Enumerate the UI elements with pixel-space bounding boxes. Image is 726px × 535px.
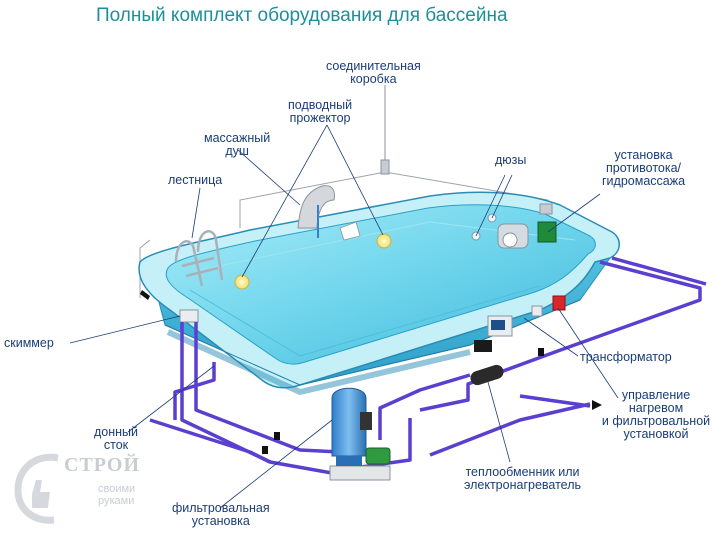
watermark-title: СТРОЙ [64, 454, 140, 476]
label-nozzles: дюзы [495, 153, 527, 167]
label-ladder: лестница [168, 173, 223, 187]
watermark-emblem-icon [14, 453, 59, 524]
label-skimmer: скиммер [4, 336, 54, 350]
underwater-light-1 [234, 274, 250, 290]
watermark-subtitle: своими руками [98, 483, 136, 507]
skimmer [179, 309, 199, 323]
counterflow-unit [497, 193, 601, 249]
massage-shower [297, 185, 361, 241]
junction-box [380, 159, 390, 175]
leader-lines [69, 124, 619, 509]
nozzles [471, 174, 513, 241]
control-box [474, 315, 513, 352]
watermark-logo: СТРОЙ своими руками [6, 450, 176, 528]
ladder [174, 230, 224, 287]
pipe-valves [140, 290, 602, 454]
label-transformer: трансформатор [580, 350, 672, 364]
pipes [149, 256, 707, 480]
page-title: Полный комплект оборудования для бассейн… [96, 5, 508, 26]
heat-exchanger [470, 364, 504, 386]
filter-unit [329, 387, 391, 481]
underwater-light-2 [376, 233, 392, 249]
